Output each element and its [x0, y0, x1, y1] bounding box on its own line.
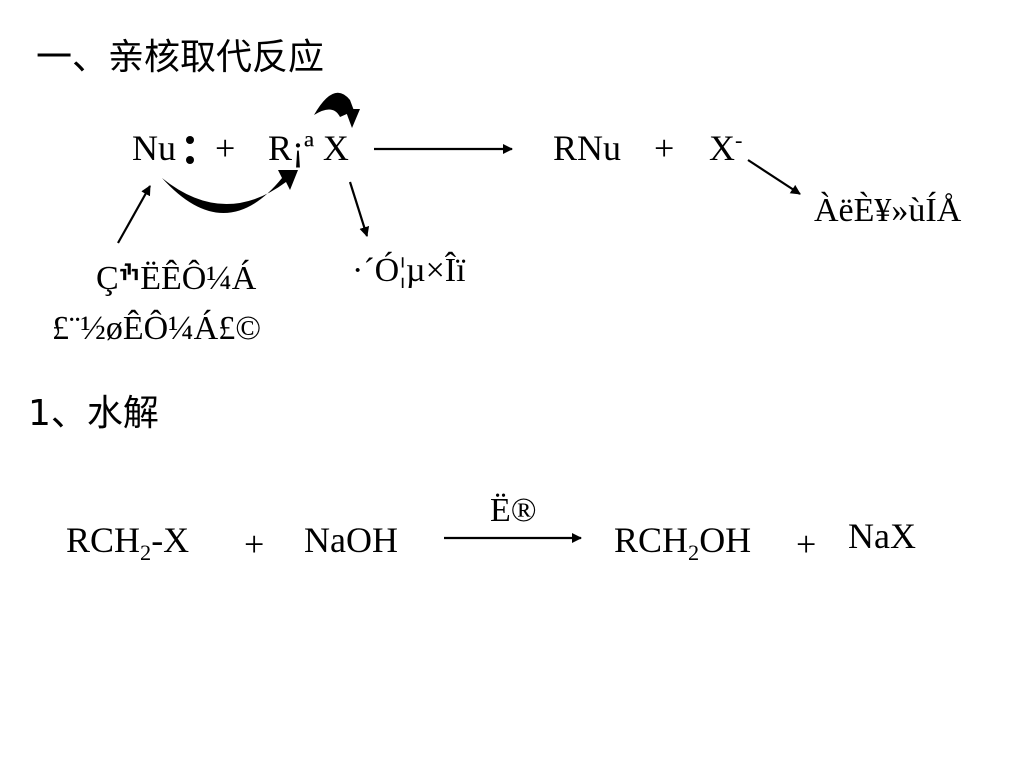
label-nucleophile-line1: ÇׯËÊÔ¼Á [96, 260, 257, 297]
plus-sign-1: + [215, 128, 236, 168]
section-heading: 一、亲核取代反应 [36, 37, 325, 78]
product1-subscript: 2 [688, 539, 700, 565]
curved-arrow-bond-break-head [345, 109, 360, 128]
reactant1-subscript: 2 [140, 539, 152, 565]
substrate: R¡ª X [268, 128, 349, 168]
lone-pair-dot-bottom [186, 156, 194, 164]
section-1-title: 1、水解 [28, 393, 159, 434]
plus-sign-2: + [654, 128, 675, 168]
arrow-to-substrate-label [348, 181, 370, 237]
reactant-naoh: NaOH [304, 520, 398, 560]
arrow-to-leaving-group-label [747, 159, 801, 195]
product-alcohol: RCH2OH [614, 520, 752, 563]
lone-pair-dot-top [186, 136, 194, 144]
reactant-alkyl-halide: RCH2-X [66, 520, 190, 563]
reactant1-suffix: -X [151, 520, 190, 560]
label-leaving-group: ÀëÈ¥»ùÍÅ [814, 192, 962, 229]
leaving-group-charge: - [735, 127, 743, 153]
curved-arrow-nu-to-r [162, 170, 298, 213]
product1-prefix: RCH [614, 520, 689, 560]
nucleophile: Nu [132, 128, 176, 168]
product-nax: NaX [848, 516, 916, 556]
product1-suffix: OH [699, 520, 752, 560]
label-nucleophile-line2: £¨½øÊÔ¼Á£© [52, 310, 262, 347]
plus-sign-4: + [796, 524, 817, 564]
label-substrate: ·´Ó¦µ×Îï [352, 252, 466, 289]
curved-arrow-bond-break [314, 92, 356, 117]
arrow-to-nucleophile [117, 185, 151, 244]
leaving-group-symbol: X [709, 128, 735, 168]
plus-sign-3: + [244, 524, 265, 564]
reactant1-prefix: RCH [66, 520, 141, 560]
product-rnu: RNu [553, 128, 622, 168]
leaving-group: X- [709, 127, 743, 168]
arrow-condition-label: Ë® [490, 492, 537, 529]
